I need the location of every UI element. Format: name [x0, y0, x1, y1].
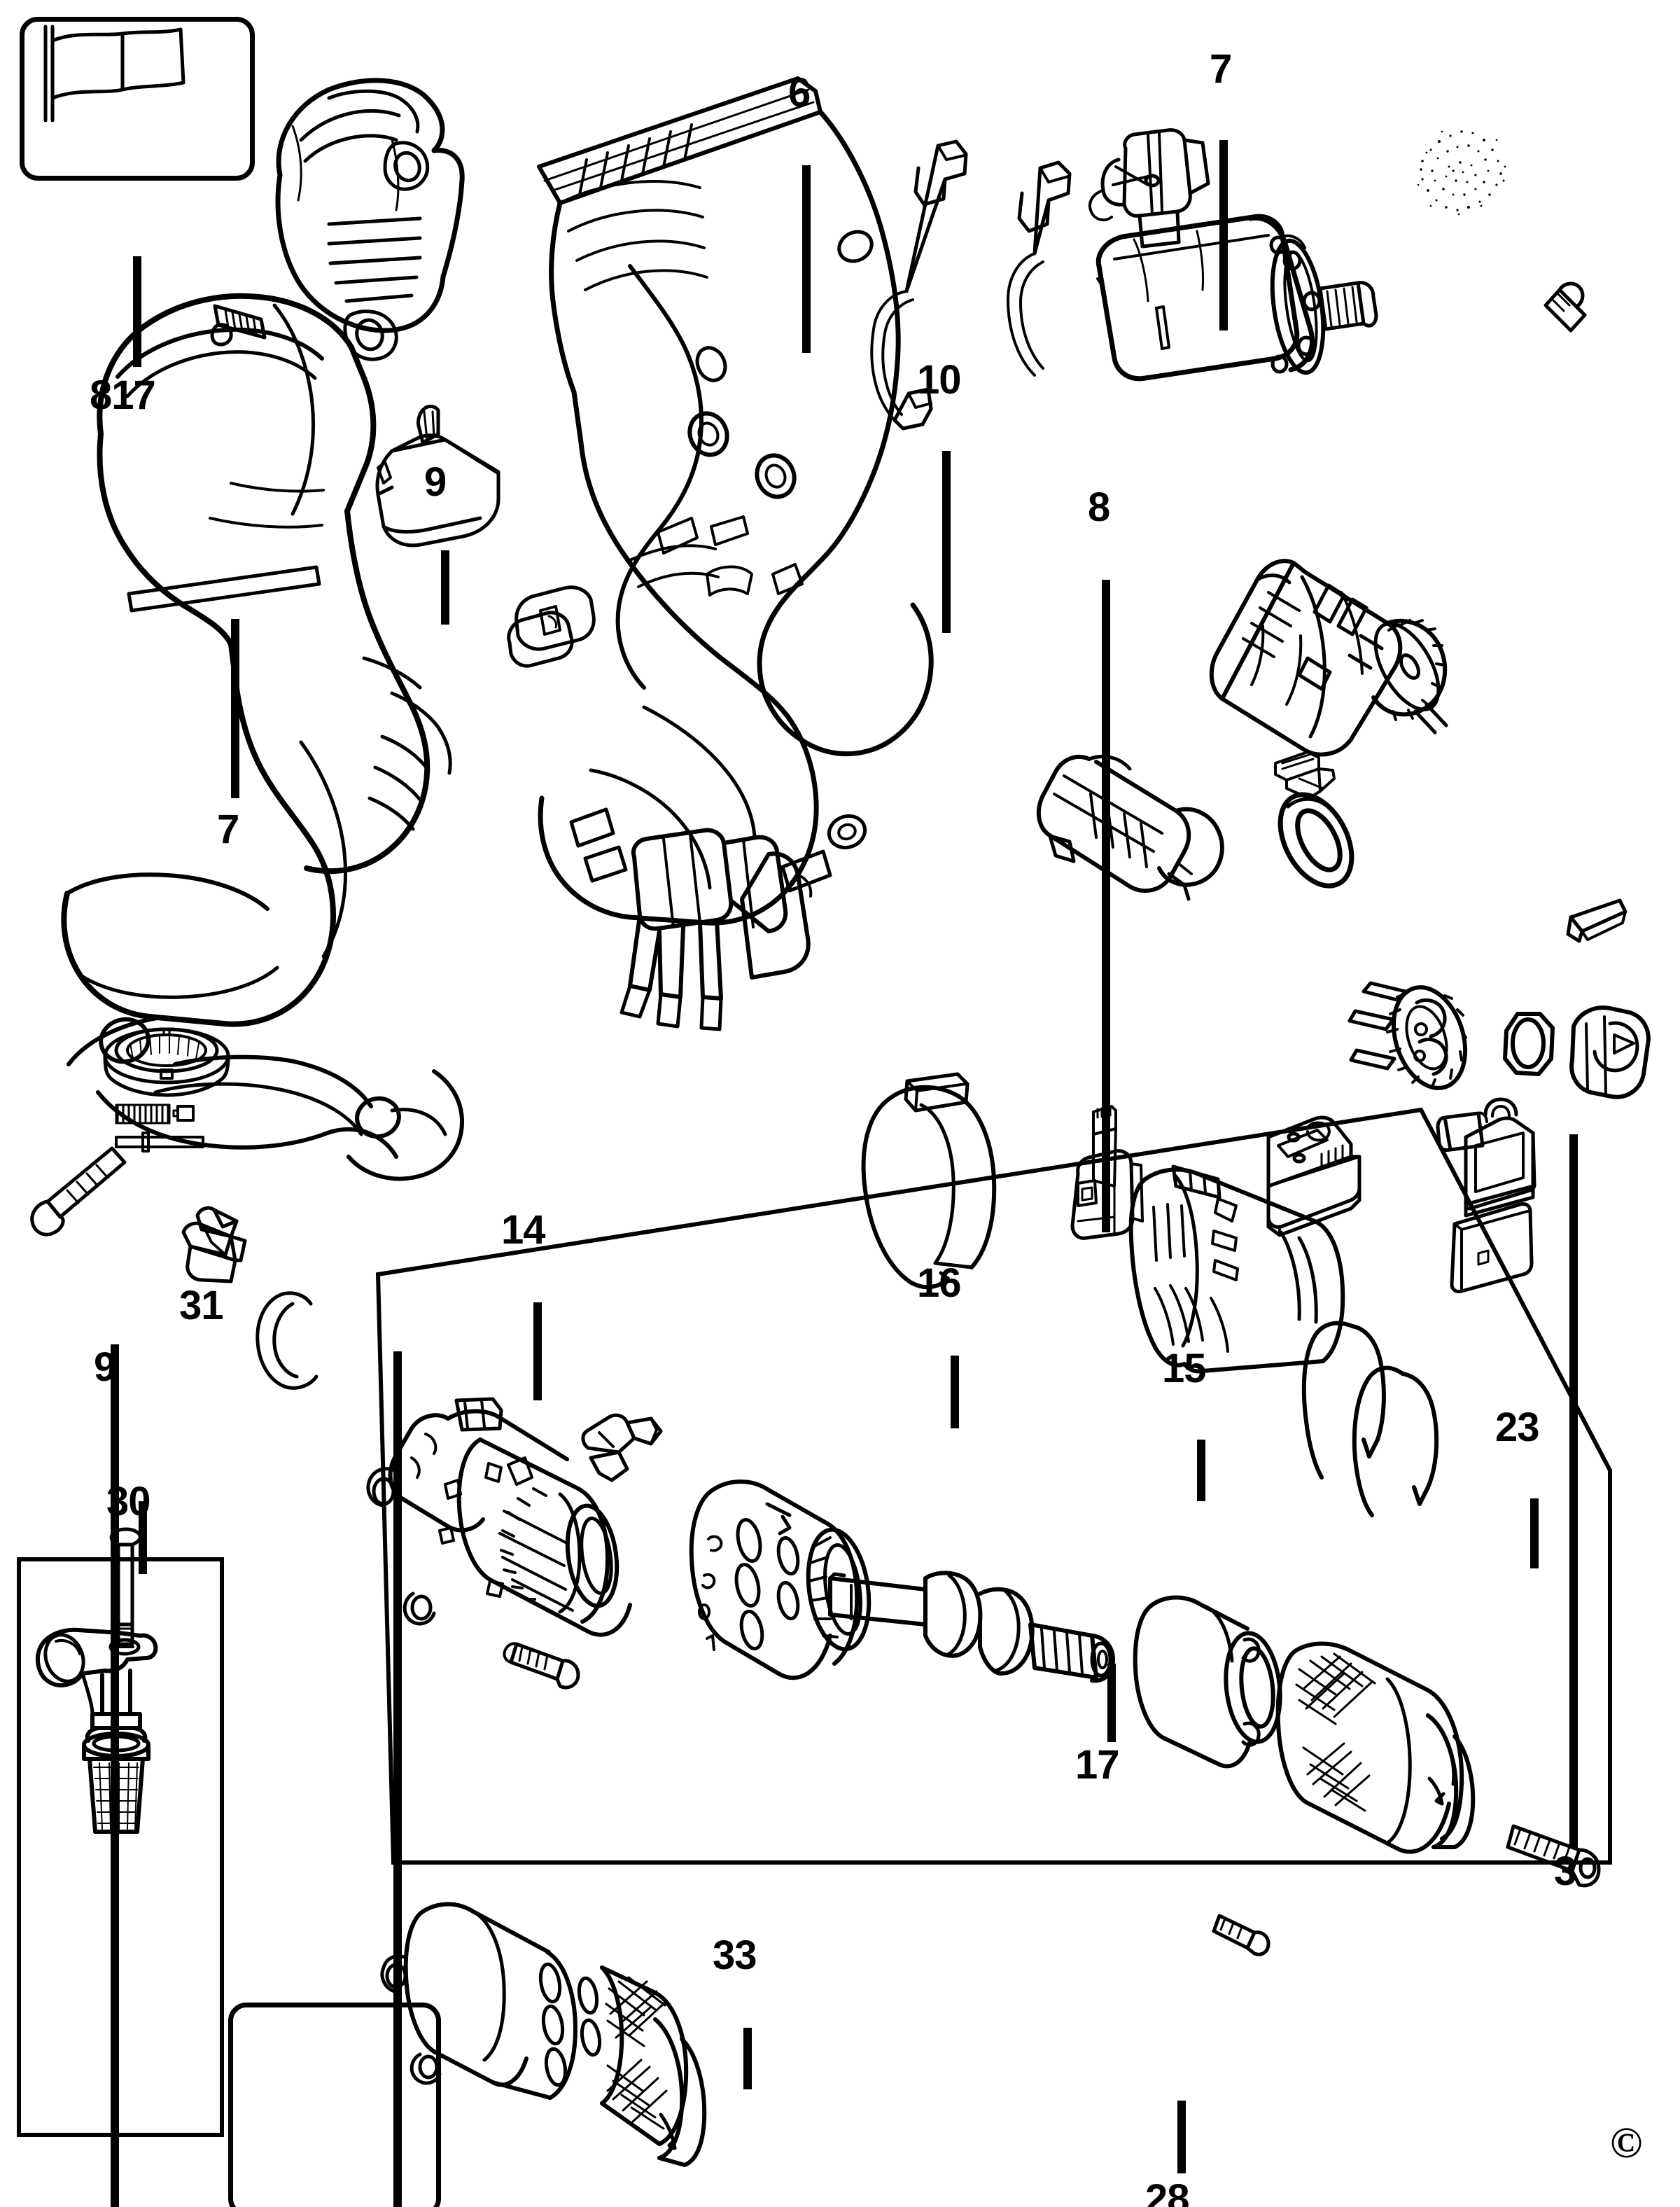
callout-28: 28 [1145, 2176, 1190, 2207]
callout-17: 17 [1075, 1742, 1120, 1788]
callout-9-top: 9 [424, 459, 447, 505]
callout-16: 16 [917, 1260, 962, 1306]
callout-30: 30 [106, 1479, 151, 1524]
callout-15: 15 [1162, 1346, 1207, 1391]
callout-33: 33 [713, 1933, 757, 1978]
part-5-grease-stipple [1414, 119, 1526, 224]
callout-8: 8 [1088, 485, 1110, 530]
callout-3: 3 [1554, 1849, 1576, 1894]
frame-kit-33 [228, 2003, 441, 2207]
callout-23: 23 [1495, 1405, 1540, 1450]
copyright-mark: © [1610, 2119, 1643, 2167]
callout-817: 817 [90, 373, 156, 418]
callout-31: 31 [179, 1283, 224, 1328]
callout-7-left: 7 [217, 807, 239, 852]
frame-handle-30 [17, 1557, 224, 2137]
callout-7-top: 7 [1210, 46, 1232, 92]
callout-14: 14 [501, 1207, 546, 1253]
frame-label-817 [20, 17, 255, 181]
callout-9-lower: 9 [94, 1344, 116, 1390]
callout-6: 6 [788, 70, 811, 116]
callout-10: 10 [917, 357, 962, 403]
